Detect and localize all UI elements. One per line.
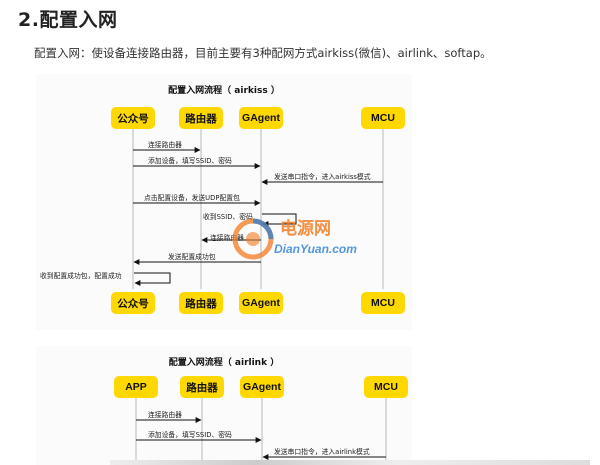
message-label: 点击配置设备，发送UDP配置包 — [144, 194, 240, 202]
airkiss-sequence-diagram: 配置入网流程（ airkiss ） 公众号 路由器 GAgent MCU 公众号… — [36, 74, 412, 330]
bottom-scroll-bar — [110, 460, 590, 465]
message-label: 发送串口指令，进入airlink模式 — [274, 448, 370, 456]
actor-router: 路由器 — [179, 107, 223, 129]
message-label: 连接路由器 — [148, 411, 182, 419]
message-label: 添加设备，填写SSID、密码 — [148, 157, 232, 165]
diagram-lines — [132, 124, 384, 289]
message-label: 发送串口指令，进入airkiss模式 — [274, 173, 371, 181]
actor-mcu: MCU — [361, 292, 405, 314]
message-label: 连接路由器 — [210, 234, 244, 242]
actor-official-account: 公众号 — [111, 107, 155, 129]
msg-self-arrow — [134, 272, 171, 286]
diagram-lines — [135, 398, 387, 465]
message-label: 收到配置成功包，配置成功 — [40, 272, 122, 280]
actor-gagent: GAgent — [239, 107, 283, 129]
intro-paragraph: 配置入网：使设备连接路由器，目前主要有3种配网方式airkiss(微信)、air… — [34, 46, 492, 60]
msg-self-arrow — [262, 213, 297, 227]
message-label: 发送配置成功包 — [168, 253, 216, 261]
diagram-title: 配置入网流程（ airkiss ） — [168, 86, 280, 96]
message-label: 收到SSID、密码 — [203, 213, 253, 221]
actor-mcu: MCU — [361, 107, 405, 129]
actor-router: 路由器 — [179, 292, 223, 314]
actor-official-account: 公众号 — [111, 292, 155, 314]
actor-gagent: GAgent — [240, 376, 284, 398]
airlink-sequence-diagram: 配置入网流程（ airlink ） APP 路由器 GAgent MCU 连接路… — [36, 346, 412, 465]
actor-mcu: MCU — [364, 376, 408, 398]
actor-app: APP — [114, 376, 158, 398]
message-label: 连接路由器 — [148, 141, 182, 149]
diagram-title: 配置入网流程（ airlink ） — [168, 358, 280, 368]
page-title: 2.配置入网 — [18, 9, 118, 31]
message-label: 添加设备，填写SSID、密码 — [148, 431, 232, 439]
actor-gagent: GAgent — [239, 292, 283, 314]
actor-router: 路由器 — [180, 376, 224, 398]
